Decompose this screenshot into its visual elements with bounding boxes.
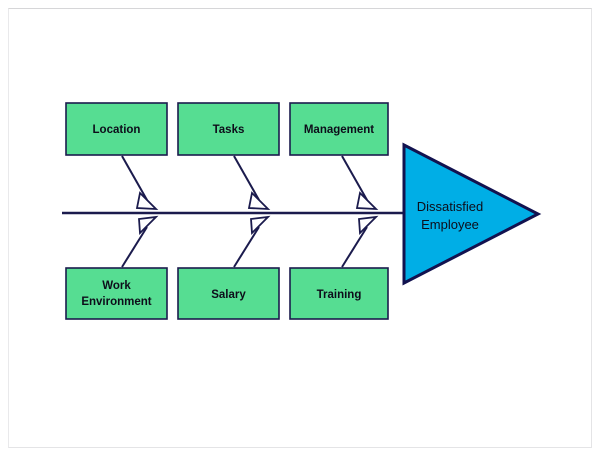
cause-box-salary-label: Salary [211,289,246,301]
cause-box-tasks-rect[interactable] [177,102,280,156]
cause-box-work-environment[interactable]: Work Environment [65,267,168,320]
cause-box-tasks-label: Tasks [213,124,245,136]
cause-box-management-label: Management [304,124,374,136]
bone-line-training [341,226,368,268]
bone-arrowhead-training [358,215,379,236]
bone-work-environment [121,215,159,268]
cause-box-training[interactable]: Training [289,267,389,320]
cause-box-location-rect[interactable] [65,102,168,156]
cause-box-training-rect[interactable] [289,267,389,320]
bone-line-salary [233,226,260,268]
bone-line-location [121,155,148,201]
bone-arrowhead-salary [250,215,271,236]
effect-triangle-shape[interactable] [402,142,542,286]
cause-box-management[interactable]: Management [289,102,389,156]
bone-line-management [341,155,368,201]
bone-line-tasks [233,155,260,201]
bone-arrowhead-tasks [247,191,271,211]
bone-line-work-environment [121,226,148,268]
cause-box-training-label: Training [317,289,362,301]
bone-arrowhead-location [135,191,159,211]
cause-box-location-label: Location [93,124,141,136]
cause-box-tasks[interactable]: Tasks [177,102,280,156]
effect-label-line1: Dissatisfied [417,199,483,214]
cause-box-location[interactable]: Location [65,102,168,156]
cause-box-salary[interactable]: Salary [177,267,280,320]
cause-box-work-environment-label-line1: Work [102,280,131,292]
effect-label-line2: Employee [421,217,479,232]
bone-tasks [233,155,271,211]
bone-training [341,215,379,268]
cause-box-salary-rect[interactable] [177,267,280,320]
cause-box-work-environment-rect[interactable] [65,267,168,320]
cause-box-management-rect[interactable] [289,102,389,156]
bone-arrowhead-management [355,191,379,211]
bone-salary [233,215,271,268]
bone-management [341,155,379,211]
effect-head[interactable]: Dissatisfied Employee [402,142,542,286]
bone-arrowhead-work-environment [138,215,159,236]
cause-box-work-environment-label-line2: Environment [81,296,151,308]
bone-location [121,155,159,211]
